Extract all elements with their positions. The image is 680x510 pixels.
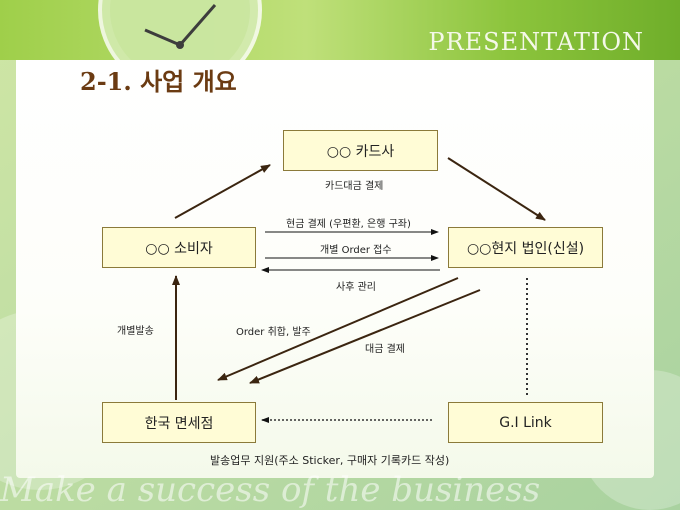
banner-text: PRESENTATION — [428, 28, 644, 56]
label-order-place: Order 취합, 발주 — [236, 327, 311, 338]
header-bar: PRESENTATION — [0, 0, 680, 60]
label-individual-ship: 개별발송 — [117, 326, 154, 337]
label-after-service: 사후 관리 — [336, 282, 376, 293]
arrow-payment — [249, 289, 481, 384]
node-consumer: ○○ 소비자 — [102, 227, 256, 268]
label-cash-settlement: 현금 결제 (우편환, 은행 구좌) — [286, 219, 411, 230]
arrow-card-to-local — [447, 157, 546, 221]
node-gi-link: G.I Link — [448, 402, 603, 443]
arrow-consumer-to-card — [174, 164, 271, 219]
label-payment: 대금 결제 — [365, 344, 405, 355]
arrow-order-place — [217, 277, 459, 381]
node-local-corporation: ○○현지 법인(신설) — [448, 227, 603, 268]
node-duty-free-shop: 한국 면세점 — [102, 402, 256, 443]
label-shipping-support: 발송업무 지원(주소 Sticker, 구매자 기록카드 작성) — [210, 454, 450, 467]
label-order-receive: 개별 Order 접수 — [320, 245, 392, 256]
footer-watermark: Make a success of the business — [0, 470, 541, 510]
node-card-company: ○○ 카드사 — [283, 130, 438, 171]
label-card-settlement: 카드대금 결제 — [325, 181, 384, 192]
clock-icon — [98, 0, 262, 60]
slide-title: 2-1. 사업 개요 — [80, 67, 237, 96]
